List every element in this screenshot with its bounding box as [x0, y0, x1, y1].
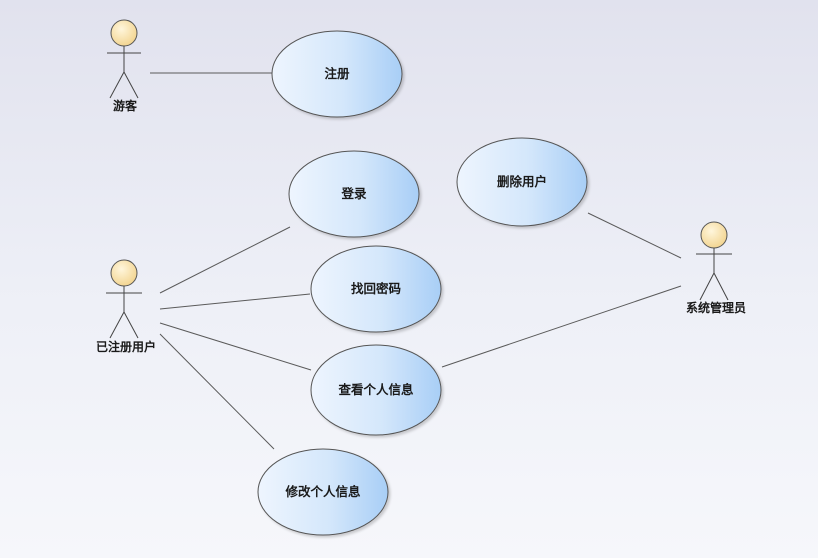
actor-visitor-label: 游客: [113, 98, 138, 113]
use-case-login[interactable]: 登录: [288, 150, 420, 238]
actor-admin-head-icon: [700, 221, 728, 249]
actor-registered-user-head-icon: [110, 259, 138, 287]
association-user-view-info: [159, 322, 312, 371]
association-user-login: [159, 226, 291, 294]
association-admin-view-info: [441, 285, 682, 368]
use-case-register[interactable]: 注册: [271, 30, 403, 118]
use-case-delete-user-label: 删除用户: [497, 174, 547, 189]
use-case-view-info[interactable]: 查看个人信息: [310, 344, 442, 436]
actor-registered-user-label: 已注册用户: [96, 339, 156, 354]
association-admin-delete-user: [587, 212, 682, 259]
association-user-recover-password: [159, 293, 311, 310]
actor-admin-label: 系统管理员: [686, 300, 746, 315]
association-user-edit-info: [159, 333, 275, 450]
use-case-login-label: 登录: [340, 186, 367, 201]
use-case-recover-password-label: 找回密码: [351, 281, 401, 296]
use-case-edit-info[interactable]: 修改个人信息: [257, 448, 389, 536]
use-case-edit-info-label: 修改个人信息: [284, 484, 361, 499]
use-case-register-label: 注册: [324, 66, 350, 81]
actor-visitor-head-icon: [110, 19, 138, 47]
actor-admin[interactable]: [696, 221, 732, 301]
use-case-view-info-label: 查看个人信息: [337, 382, 414, 397]
use-case-recover-password[interactable]: 找回密码: [310, 245, 442, 333]
actor-visitor[interactable]: [107, 19, 141, 99]
use-case-delete-user[interactable]: 删除用户: [456, 137, 588, 227]
associations: [150, 72, 682, 450]
actor-registered-user[interactable]: [106, 259, 142, 339]
